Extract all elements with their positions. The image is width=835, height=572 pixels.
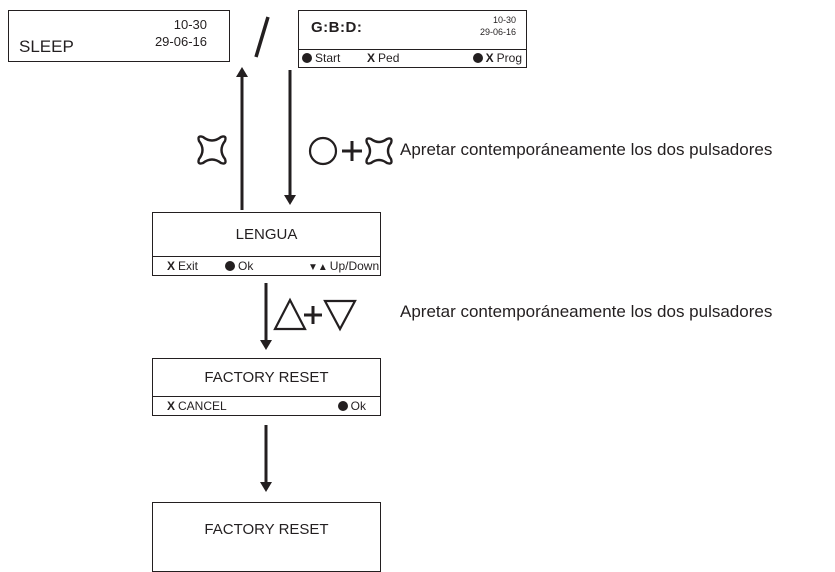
x-key-icon: X: [167, 259, 176, 273]
start-softkey: Start: [302, 51, 340, 65]
ok-softkey: Ok: [225, 259, 253, 273]
start-label: Start: [315, 51, 341, 65]
triangle-up-icon: [273, 297, 307, 331]
plus-icon: [342, 141, 362, 161]
gbd-logo: G:B:D:: [311, 19, 363, 36]
ok-label: Ok: [238, 259, 254, 273]
factory-reset-final-title: FACTORY RESET: [204, 521, 329, 538]
up-down-icon: ▼▲: [308, 262, 328, 273]
circle-button-icon: [308, 136, 338, 166]
exit-label: Exit: [178, 259, 199, 273]
factory-reset-final-display: FACTORY RESET: [152, 502, 381, 572]
instruction-up-down: Apretar contemporáneamente los dos pulsa…: [400, 302, 773, 321]
x-key-icon: X: [167, 399, 176, 413]
factory-reset-title: FACTORY RESET: [204, 369, 329, 386]
prog-label: Prog: [496, 51, 522, 65]
cross-button-icon: [197, 135, 227, 165]
updown-softkey: ▼▲Up/Down: [308, 259, 379, 273]
updown-label: Up/Down: [329, 259, 380, 273]
gbd-date: 29-06-16: [479, 27, 516, 37]
circle-button-icon: [337, 401, 348, 411]
circle-button-icon: [302, 53, 312, 63]
ok-label: Ok: [350, 399, 366, 413]
x-key-icon: X: [367, 51, 376, 65]
plus-icon-2: [304, 306, 322, 324]
sleep-display: SLEEP 10-30 29-06-16: [8, 10, 230, 62]
cancel-label: CANCEL: [178, 399, 227, 413]
lengua-title: LENGUA: [235, 226, 298, 243]
circle-button-icon: [472, 53, 483, 63]
sleep-label: SLEEP: [19, 37, 74, 56]
separator-slash: [254, 16, 270, 58]
x-key-icon: X: [485, 51, 494, 65]
triangle-down-icon: [323, 299, 357, 332]
instruction-circle-cross: Apretar contemporáneamente los dos pulsa…: [400, 140, 773, 159]
sleep-time: 10-30: [173, 17, 207, 32]
ok-softkey: Ok: [337, 399, 366, 413]
sleep-date: 29-06-16: [154, 34, 207, 49]
circle-button-icon: [225, 261, 235, 271]
gbd-time: 10-30: [492, 15, 516, 25]
ped-label: Ped: [378, 51, 400, 65]
cross-button-icon-combo: [365, 137, 393, 165]
flow-arrows: [197, 16, 393, 492]
